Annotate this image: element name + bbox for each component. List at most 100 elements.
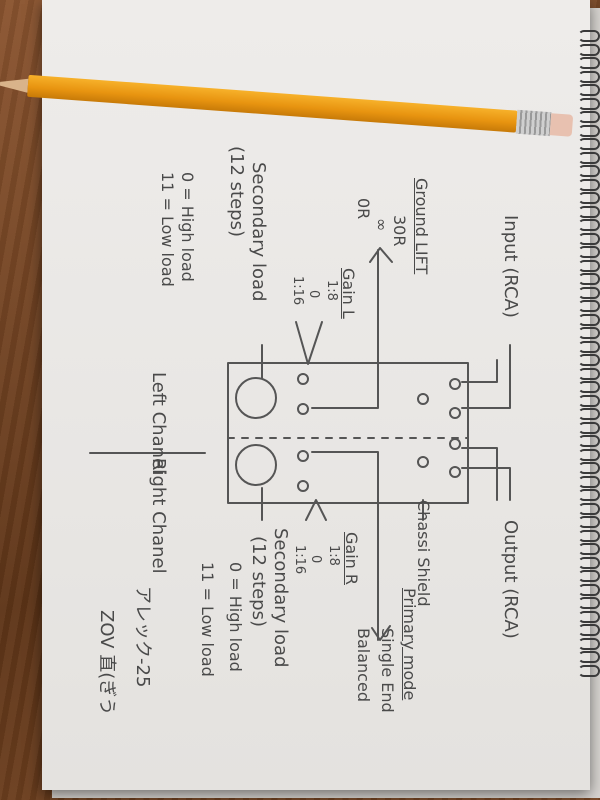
spiral-coil: [578, 556, 600, 569]
panel-outline: [227, 362, 469, 504]
ground-lift-option: 0R: [354, 198, 373, 220]
notebook-page: [42, 0, 590, 790]
spiral-coil: [578, 502, 600, 515]
spiral-coil: [578, 543, 600, 555]
input-jack: [449, 378, 461, 390]
gain-r-option: 0: [308, 555, 323, 564]
spiral-coil: [578, 219, 600, 231]
gain-r-title: Gain R: [342, 532, 361, 585]
gain-l-jumper: [297, 373, 309, 385]
spiral-coil: [578, 151, 600, 164]
spiral-coil: [578, 367, 600, 380]
spiral-coil: [578, 570, 600, 582]
spiral-coil: [578, 43, 600, 56]
ground-lift-option: 30R: [390, 215, 409, 247]
spiral-coil: [578, 57, 600, 69]
primary-mode-title: Primary mode: [400, 588, 419, 701]
spiral-coil: [578, 475, 600, 488]
input-jack: [449, 407, 461, 419]
ground-lift-jumper: [417, 393, 429, 405]
output-wire: [461, 467, 511, 501]
spiral-coil: [578, 313, 600, 326]
spiral-coil: [578, 205, 600, 218]
output-label: Output (RCA): [500, 520, 521, 639]
low-load-l-label: 11 = Low load: [158, 172, 177, 287]
output-jack: [449, 438, 461, 450]
spiral-coil: [578, 259, 600, 272]
ground-lift-wire: [311, 249, 379, 409]
signature-line-1: アレック‑25: [132, 586, 153, 688]
gain-l-option: 1:8: [324, 280, 339, 301]
spiral-coil: [578, 516, 600, 528]
gain-r-jumper: [297, 450, 309, 462]
spiral-coil: [578, 165, 600, 177]
input-label: Input (RCA): [500, 215, 521, 318]
spiral-coil: [578, 97, 600, 110]
spiral-coil: [578, 421, 600, 434]
mode-jumper: [417, 456, 429, 468]
output-wire: [461, 447, 498, 501]
spiral-coil: [578, 354, 600, 366]
spiral-coil: [578, 70, 600, 83]
gain-r-jumper: [297, 480, 309, 492]
signature-line-2: ZOV 直(ぎう: [96, 610, 117, 716]
spiral-binding: [574, 30, 600, 690]
spiral-coil: [578, 340, 600, 353]
gain-l-arrow: [295, 321, 323, 365]
ground-lift-option: ∞: [372, 218, 391, 232]
spiral-coil: [578, 462, 600, 474]
spiral-coil: [578, 30, 600, 42]
spiral-coil: [578, 624, 600, 636]
spiral-coil: [578, 529, 600, 542]
spiral-coil: [578, 273, 600, 285]
spiral-coil: [578, 637, 600, 650]
single-ended-label: Single End: [378, 628, 397, 713]
spiral-coil: [578, 246, 600, 258]
spiral-coil: [578, 138, 600, 150]
gain-l-option: 0: [306, 290, 321, 299]
input-wire: [461, 344, 511, 409]
spiral-coil: [578, 597, 600, 609]
spiral-coil: [578, 394, 600, 407]
balanced-label: Balanced: [354, 628, 373, 702]
spiral-coil: [578, 286, 600, 299]
spiral-coil: [578, 124, 600, 137]
spiral-coil: [578, 408, 600, 420]
left-load-knob: [235, 377, 277, 419]
spiral-coil: [578, 583, 600, 596]
spiral-coil: [578, 381, 600, 393]
spiral-coil: [578, 610, 600, 623]
high-load-r-label: 0 = High load: [226, 562, 245, 672]
steps-r-label: (12 steps): [248, 536, 269, 627]
gain-r-option: 1:8: [326, 545, 341, 566]
high-load-l-label: 0 = High load: [178, 172, 197, 282]
spiral-coil: [578, 327, 600, 339]
gain-l-option: 1:16: [290, 276, 305, 306]
output-jack: [449, 466, 461, 478]
spiral-coil: [578, 448, 600, 461]
input-wire: [461, 359, 498, 383]
spiral-coil: [578, 300, 600, 312]
arrow: [371, 625, 391, 641]
spiral-coil: [578, 84, 600, 96]
arrow: [369, 247, 393, 263]
steps-l-label: (12 steps): [226, 146, 247, 237]
gain-l-title: Gain L: [339, 268, 358, 319]
secondary-load-l-label: Secondary load: [248, 162, 269, 302]
gain-l-jumper: [297, 403, 309, 415]
spiral-coil: [578, 232, 600, 245]
spiral-coil: [578, 651, 600, 663]
spiral-coil: [578, 489, 600, 501]
spiral-coil: [578, 178, 600, 191]
gain-r-arrow: [305, 499, 327, 521]
primary-mode-wire: [311, 451, 379, 641]
spiral-coil: [578, 664, 600, 677]
spiral-coil: [578, 111, 600, 123]
secondary-load-r-label: Secondary load: [270, 528, 291, 668]
right-channel-label: Right Chanel: [148, 458, 169, 574]
low-load-r-label: 11 = Low load: [198, 562, 217, 677]
gain-r-option: 1:16: [292, 545, 307, 575]
right-load-knob: [235, 444, 277, 486]
ground-lift-title: Ground LIFT: [412, 178, 431, 275]
